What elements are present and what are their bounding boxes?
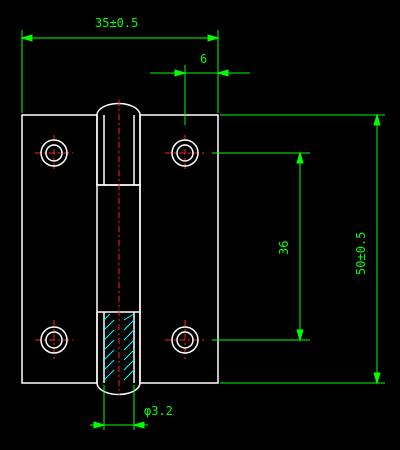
- dim-overall-height: 50±0.5: [354, 232, 368, 275]
- dim-pin-diameter: φ3.2: [144, 404, 173, 418]
- dimension-lines: [20, 30, 385, 430]
- hole-top-right: [171, 139, 199, 167]
- mounting-holes: [40, 139, 199, 354]
- left-leaf: [21, 114, 98, 384]
- hole-top-left: [40, 139, 68, 167]
- dim-pin-offset: 6: [200, 52, 207, 66]
- dim-hole-spacing: 36: [277, 241, 291, 255]
- hole-bottom-right: [171, 326, 199, 354]
- hinge-outline: [21, 102, 219, 396]
- dim-overall-width: 35±0.5: [95, 16, 138, 30]
- hole-bottom-left: [40, 326, 68, 354]
- pin-hatch: [103, 313, 135, 381]
- right-leaf: [139, 114, 219, 384]
- knuckle-outline: [96, 102, 141, 186]
